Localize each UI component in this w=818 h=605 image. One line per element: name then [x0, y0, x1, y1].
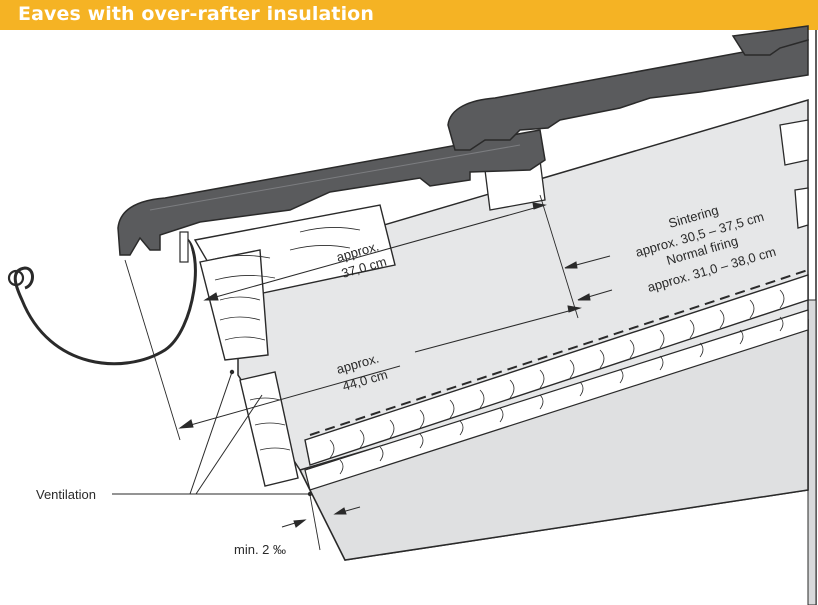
- ventilation-point-1: [229, 369, 235, 375]
- fascia-board: [239, 371, 299, 487]
- ventilation-leaders: [112, 371, 310, 495]
- dim-arrow-sintering: [564, 261, 578, 269]
- lower-lath: [304, 309, 809, 491]
- roof-tile-middle: [447, 39, 809, 151]
- slope-arrow-right: [333, 507, 347, 515]
- slope-arrow-left: [293, 519, 307, 528]
- dim-arrow-37cm-right: [532, 202, 547, 210]
- roof-tile-ridge: [731, 25, 809, 56]
- wall-hatch-strip: [807, 299, 817, 605]
- eaves-wood-grain: [209, 227, 361, 451]
- gutter-hook: [179, 231, 189, 263]
- title-rule: [0, 28, 818, 30]
- slope-ref-line: [309, 494, 321, 551]
- tile-batten-2: [779, 119, 809, 166]
- counter-batten-grain: [329, 289, 785, 459]
- eaves-board: [199, 249, 269, 361]
- dim-line-37cm: [204, 204, 546, 301]
- underlay-membrane: [309, 269, 809, 436]
- slope-label: min. 2 ‰: [234, 542, 286, 557]
- title-bar: Eaves with over-rafter insulation: [0, 0, 818, 28]
- extension-line-eaves: [124, 259, 181, 441]
- dim-arrow-normal-firing: [577, 293, 591, 301]
- gutter-bead-icon: [7, 269, 25, 287]
- dim-arrow-37cm-left: [203, 292, 219, 301]
- ventilation-leader-2: [195, 394, 263, 495]
- counter-batten: [304, 274, 809, 466]
- gutter-inner: [29, 237, 193, 356]
- extension-line-tile: [539, 194, 579, 319]
- diagram-title: Eaves with over-rafter insulation: [18, 3, 374, 25]
- tile-highlight: [149, 144, 521, 211]
- dim-line-44cm-right: [414, 307, 581, 353]
- tile-batten-3: [794, 187, 809, 229]
- dim-arrow-44cm-left: [178, 419, 194, 429]
- ventilation-point-2: [307, 491, 313, 497]
- ventilation-leader-1: [189, 371, 233, 495]
- roof-tile-eaves: [117, 129, 546, 256]
- dim-arrow-44cm-right: [567, 305, 582, 313]
- ventilation-label: Ventilation: [36, 487, 96, 502]
- gutter-outer: [13, 236, 197, 366]
- dimension-lines: [124, 194, 613, 551]
- lower-lath-grain: [339, 316, 784, 475]
